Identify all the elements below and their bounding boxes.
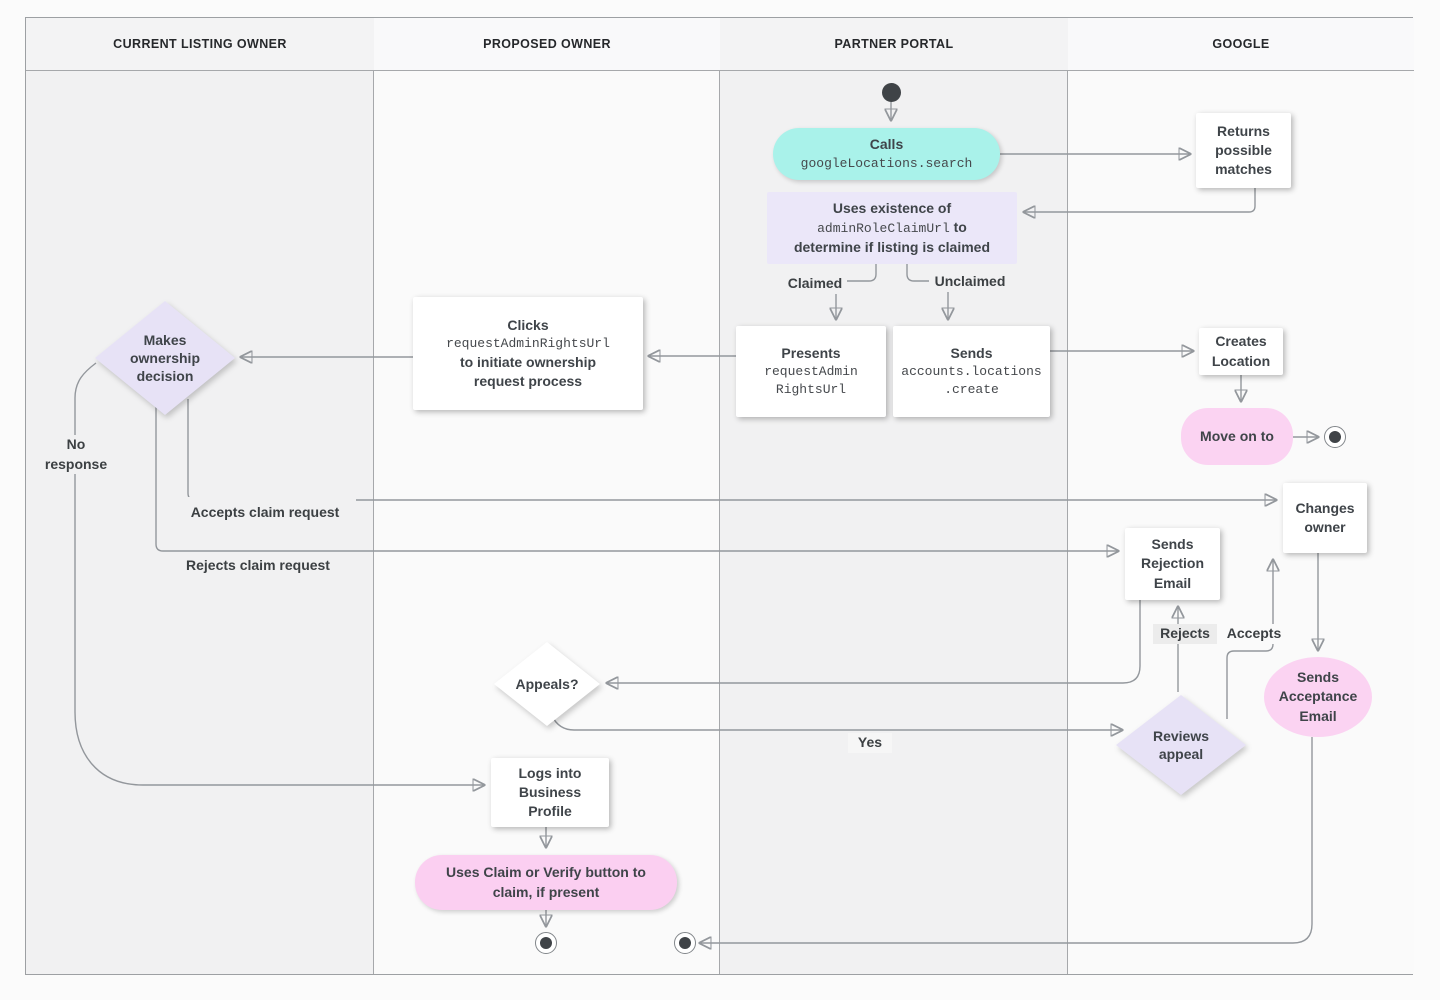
node-label: claim, if present [492,883,600,900]
end-node-google [1324,426,1346,448]
lane-header-google: GOOGLE [1068,18,1414,71]
node-label: determine if listing is claimed [793,238,991,255]
node-sends-rejection-email: Sends Rejection Email [1125,528,1220,600]
node-returns-possible-matches: Returns possible matches [1196,113,1291,188]
edge-label-no-response: No response [40,435,112,475]
node-label: Changes owner [1295,499,1355,535]
node-label: Returns possible matches [1215,122,1272,178]
lane-title: GOOGLE [1212,37,1270,51]
end-node-dot [679,937,691,949]
decision-makes-ownership-decision: Makes ownership decision [95,301,235,415]
node-label: Uses Claim or Verify button to [446,864,646,881]
node-calls-googlelocations-search: Calls googleLocations.search [773,128,1000,180]
node-label: Calls [869,136,904,153]
node-changes-owner: Changes owner [1283,483,1367,553]
end-node-proposed-owner [535,932,557,954]
node-label: Move on to [1200,427,1274,444]
node-label: Appeals? [515,675,579,692]
diamond-shape: Reviews appeal [1116,695,1246,795]
node-label: to [949,219,967,236]
node-label: appeal [1158,746,1204,762]
edge-label-accepts-claim-request: Accepts claim request [174,497,356,529]
node-label: Sends Acceptance Email [1278,669,1358,724]
node-label: request process [473,373,583,390]
lane-current-listing-owner [26,18,374,974]
edge-label-yes: Yes [848,733,892,753]
end-node-acceptance-path [674,932,696,954]
node-label: Clicks [507,316,549,333]
node-label: Creates Location [1211,333,1271,369]
node-code: adminRoleClaimUrl [817,221,950,237]
node-sends-acceptance-email: Sends Acceptance Email [1264,657,1372,737]
edge-label-rejects: Rejects [1153,624,1217,644]
lane-title: PARTNER PORTAL [834,37,954,51]
node-label: Sends Rejection Email [1140,536,1204,591]
diamond-shape: Appeals? [494,642,600,726]
node-uses-existence-adminroleclaimurl: Uses existence of adminRoleClaimUrl to d… [767,192,1017,264]
node-label: Uses existence of [832,199,952,216]
node-code: RightsUrl [775,382,847,398]
decision-reviews-appeal: Reviews appeal [1116,695,1246,795]
edge-label-rejects-claim-request: Rejects claim request [170,556,346,576]
edge-label-line: No [66,436,86,452]
lane-title: PROPOSED OWNER [483,37,611,51]
node-clicks-requestadminrightsurl: Clicks requestAdminRightsUrl to initiate… [413,297,643,410]
node-label: Makes ownership decision [129,331,200,385]
node-sends-accounts-locations-create: Sends accounts.locations .create [893,326,1050,417]
edge-label-claimed: Claimed [783,274,847,294]
decision-appeals: Appeals? [494,642,600,726]
node-label: to initiate ownership [459,353,597,370]
end-node-dot [1329,431,1341,443]
node-code: accounts.locations [901,364,1042,380]
node-label: Logs into Business Profile [518,764,582,820]
node-code: requestAdminRightsUrl [446,335,610,351]
node-code: requestAdmin [764,364,858,380]
node-move-on-to: Move on to [1181,408,1293,465]
start-node [882,83,901,102]
node-label: Sends [950,344,993,361]
node-uses-claim-or-verify-button: Uses Claim or Verify button to claim, if… [415,855,677,910]
edge-label-unclaimed: Unclaimed [929,272,1011,292]
lane-header-proposed-owner: PROPOSED OWNER [374,18,720,71]
node-logs-into-business-profile: Logs into Business Profile [491,758,609,827]
node-code-line: adminRoleClaimUrl to [817,218,967,238]
lane-header-partner-portal: PARTNER PORTAL [720,18,1068,71]
node-presents-requestadminrightsurl: Presents requestAdmin RightsUrl [736,326,886,417]
lane-title: CURRENT LISTING OWNER [113,37,287,51]
edge-label-line: response [44,455,108,472]
diamond-shape: Makes ownership decision [95,301,235,415]
lane-header-current-listing-owner: CURRENT LISTING OWNER [26,18,374,71]
node-label: Presents [781,344,841,361]
node-code: googleLocations.search [800,155,973,171]
node-code: .create [944,382,999,398]
edge-label-accepts: Accepts [1222,624,1286,644]
node-creates-location: Creates Location [1199,328,1283,375]
lane-proposed-owner [374,18,720,974]
node-label: Reviews [1152,727,1210,744]
end-node-dot [540,937,552,949]
